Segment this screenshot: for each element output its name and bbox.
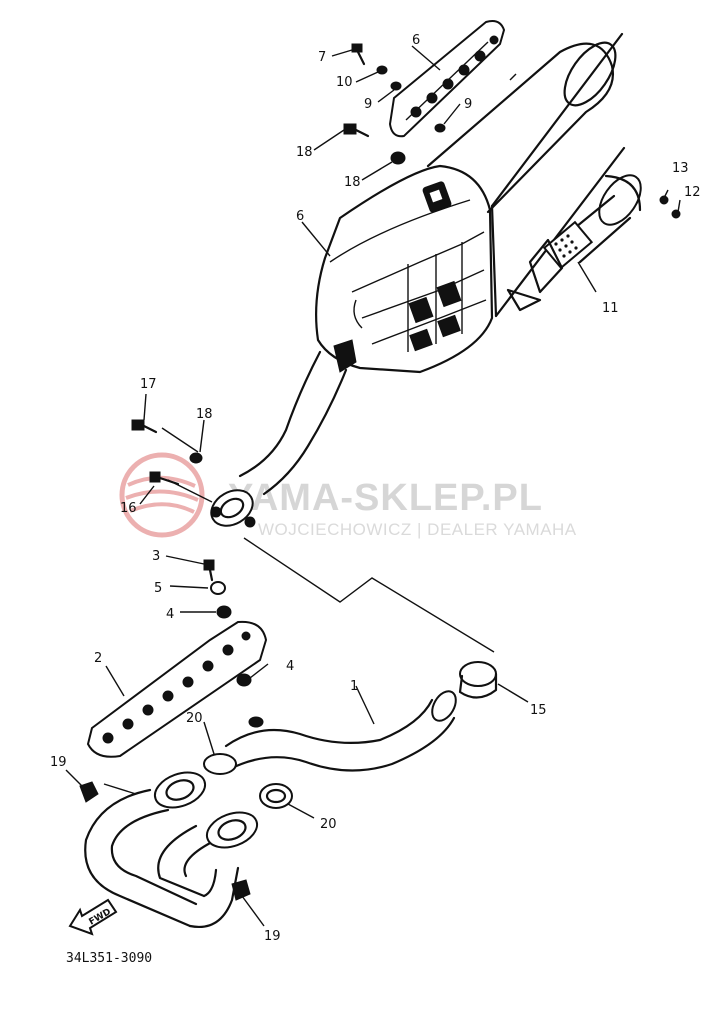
- exhaust-pipe: [79, 661, 498, 929]
- callout-10: 10: [336, 75, 353, 90]
- drawing-code: 34L351-3090: [66, 951, 152, 966]
- callout-labels: 7 6 10 9 9 18 18 6 11 13 12 17 18 16 3 5…: [50, 33, 701, 944]
- callout-20b: 20: [320, 817, 337, 832]
- watermark-main-text: YAMA-SKLEP.PL: [228, 477, 543, 519]
- callout-1: 1: [350, 679, 358, 694]
- callout-19a: 19: [50, 755, 67, 770]
- upper-heat-protector: [388, 20, 506, 138]
- watermark-sub-text: WOJCIECHOWICZ | DEALER YAMAHA: [258, 520, 577, 539]
- alignment-lines: [103, 427, 495, 795]
- callout-8: 7: [318, 50, 326, 65]
- lower-heat-protector: [86, 559, 268, 758]
- callout-19b: 19: [264, 929, 281, 944]
- forward-direction-arrow: FWD: [68, 898, 118, 936]
- callout-6: 6: [296, 209, 304, 224]
- callout-14: 15: [530, 703, 547, 718]
- callout-13: 13: [672, 161, 689, 176]
- callout-15: 16: [120, 501, 137, 516]
- watermark: YAMA-SKLEP.PL WOJCIECHOWICZ | DEALER YAM…: [119, 452, 577, 539]
- leader-lines: [65, 45, 681, 927]
- callout-17: 18: [296, 145, 313, 160]
- callout-16: 17: [140, 377, 157, 392]
- callout-5: 5: [154, 581, 162, 596]
- callout-9b: 9: [464, 97, 472, 112]
- callout-4b: 4: [286, 659, 294, 674]
- watermark-logo: [119, 452, 205, 538]
- callout-3: 3: [152, 549, 160, 564]
- callout-12: 12: [684, 185, 701, 200]
- callout-9a: 9: [364, 97, 372, 112]
- callout-4a: 4: [166, 607, 174, 622]
- callout-20a: 20: [186, 711, 203, 726]
- callout-18b: 18: [196, 407, 213, 422]
- muffler-body: [210, 41, 617, 528]
- upper-hardware: [131, 43, 446, 486]
- callout-18a: 18: [344, 175, 361, 190]
- callout-2: 2: [94, 651, 102, 666]
- callout-11: 11: [602, 301, 619, 316]
- callout-7: 6: [412, 33, 420, 48]
- spark-arrester: [490, 32, 681, 318]
